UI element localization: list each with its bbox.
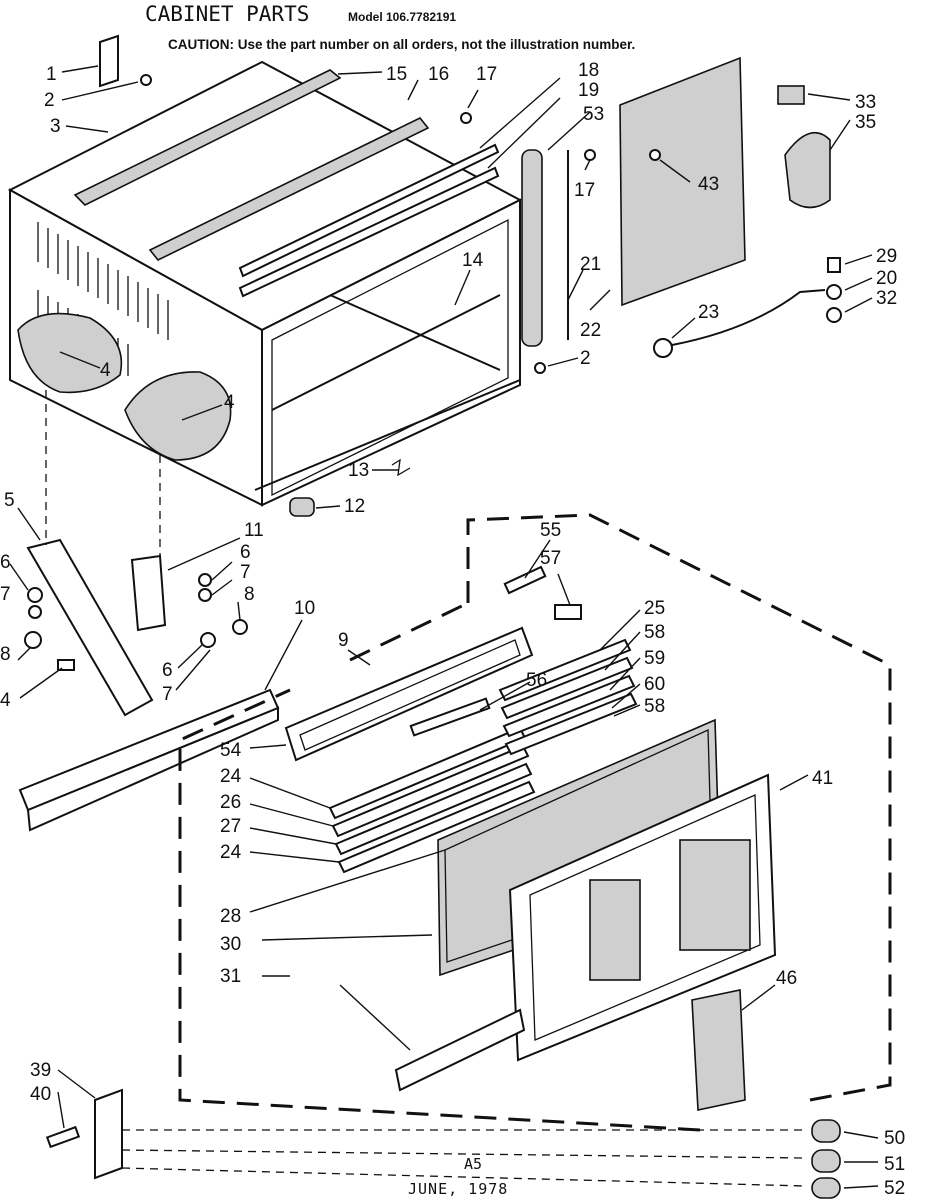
callout-25: 25 (644, 598, 665, 619)
callout-59: 59 (644, 648, 665, 669)
callout-17b: 17 (574, 180, 595, 201)
callout-13: 13 (348, 460, 369, 481)
callout-56: 56 (526, 670, 547, 691)
callout-27: 27 (220, 816, 241, 837)
callout-15: 15 (386, 64, 407, 85)
callout-58b: 58 (644, 696, 665, 717)
callout-labels: 1 2 3 15 16 17 18 19 53 17 43 33 35 21 2… (0, 60, 905, 1199)
side-bracket (45, 1088, 806, 1187)
callout-3: 3 (50, 116, 61, 137)
callout-12: 12 (344, 496, 365, 517)
callout-24a: 24 (220, 766, 242, 787)
callout-52: 52 (884, 1178, 905, 1199)
callout-8a: 8 (0, 644, 11, 665)
bottom-rail-10 (18, 688, 280, 832)
callout-29: 29 (876, 246, 897, 267)
callout-4b: 4 (224, 392, 235, 413)
top-rails (73, 69, 500, 298)
callout-54: 54 (220, 740, 242, 761)
callout-51: 51 (884, 1154, 905, 1175)
callout-24b: 24 (220, 842, 242, 863)
callout-14: 14 (462, 250, 484, 271)
callout-55: 55 (540, 520, 561, 541)
callout-17: 17 (476, 64, 497, 85)
bracket-46 (691, 989, 746, 1111)
callout-57: 57 (540, 548, 561, 569)
callout-11: 11 (244, 520, 264, 541)
callout-10: 10 (294, 598, 315, 619)
control-panel (284, 565, 582, 762)
callout-6b: 6 (240, 542, 251, 563)
callout-31: 31 (220, 966, 241, 987)
callout-2b: 2 (580, 348, 591, 369)
side-gasket (521, 149, 569, 347)
front-panel (508, 773, 777, 1062)
callout-6c: 6 (162, 660, 173, 681)
callout-18: 18 (578, 60, 599, 81)
callout-8b: 8 (244, 584, 255, 605)
clip-and-bracket (777, 85, 831, 209)
callout-16: 16 (428, 64, 449, 85)
mounting-supports (24, 390, 248, 717)
callout-7a: 7 (0, 584, 11, 605)
callout-35: 35 (855, 112, 876, 133)
callout-20: 20 (876, 268, 897, 289)
callout-4c: 4 (0, 690, 11, 711)
callout-33: 33 (855, 92, 876, 113)
page-number: A5 (464, 1155, 483, 1173)
callout-26: 26 (220, 792, 241, 813)
callout-1: 1 (46, 64, 57, 85)
callout-7c: 7 (162, 684, 173, 705)
callout-43: 43 (698, 174, 719, 195)
callout-4a: 4 (100, 360, 111, 381)
callout-9: 9 (338, 630, 349, 651)
callout-60: 60 (644, 674, 665, 695)
model-number: Model 106.7782191 (348, 10, 457, 24)
callout-23: 23 (698, 302, 719, 323)
small-parts (289, 458, 411, 517)
callout-40: 40 (30, 1084, 51, 1105)
callout-19: 19 (578, 80, 599, 101)
callout-53: 53 (583, 104, 604, 125)
callout-21: 21 (580, 254, 601, 275)
callout-22: 22 (580, 320, 601, 341)
bottom-rail-31 (394, 1008, 526, 1092)
louver-blades (328, 638, 638, 874)
callout-5: 5 (4, 490, 15, 511)
callout-41: 41 (812, 768, 833, 789)
callout-46: 46 (776, 968, 797, 989)
callout-28: 28 (220, 906, 241, 927)
insulation-panel (619, 56, 746, 307)
callout-32: 32 (876, 288, 897, 309)
callout-50: 50 (884, 1128, 905, 1149)
ground-wire (653, 257, 842, 358)
callout-58a: 58 (644, 622, 665, 643)
revision-date: JUNE, 1978 (408, 1180, 509, 1198)
callout-39: 39 (30, 1060, 51, 1081)
callout-2: 2 (44, 90, 55, 111)
callout-6a: 6 (0, 552, 11, 573)
callout-7b: 7 (240, 562, 251, 583)
caution-note: CAUTION: Use the part number on all orde… (168, 37, 636, 52)
page-title: CABINET PARTS (145, 2, 310, 26)
callout-30: 30 (220, 934, 241, 955)
control-knobs (811, 1119, 841, 1199)
